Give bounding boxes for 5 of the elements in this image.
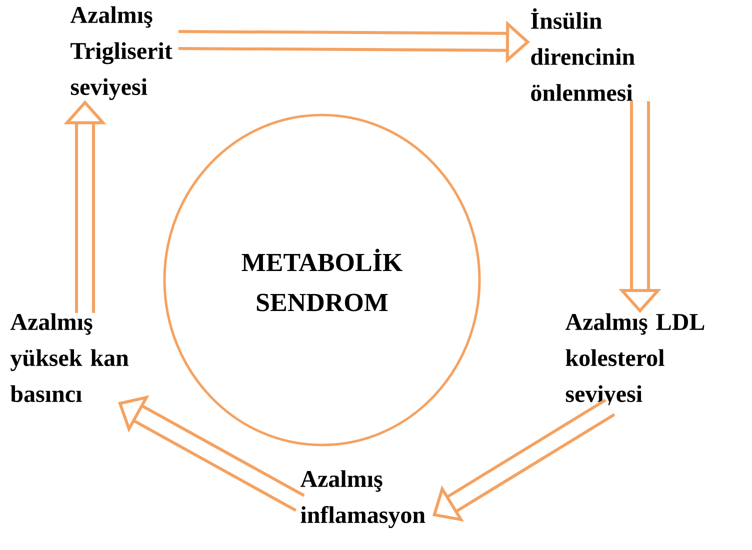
outcome-label: Azalmış Trigliserit seviyesi: [70, 6, 172, 100]
outcome-label: Azalmış yüksek kan basıncı: [10, 313, 129, 402]
outcome-label: İnsülin direncinin önlenmesi: [531, 8, 635, 101]
outcome-label: Azalmış inflamasyon: [300, 470, 426, 528]
outcome-label: Azalmış LDL kolesterol seviyesi: [565, 313, 704, 408]
